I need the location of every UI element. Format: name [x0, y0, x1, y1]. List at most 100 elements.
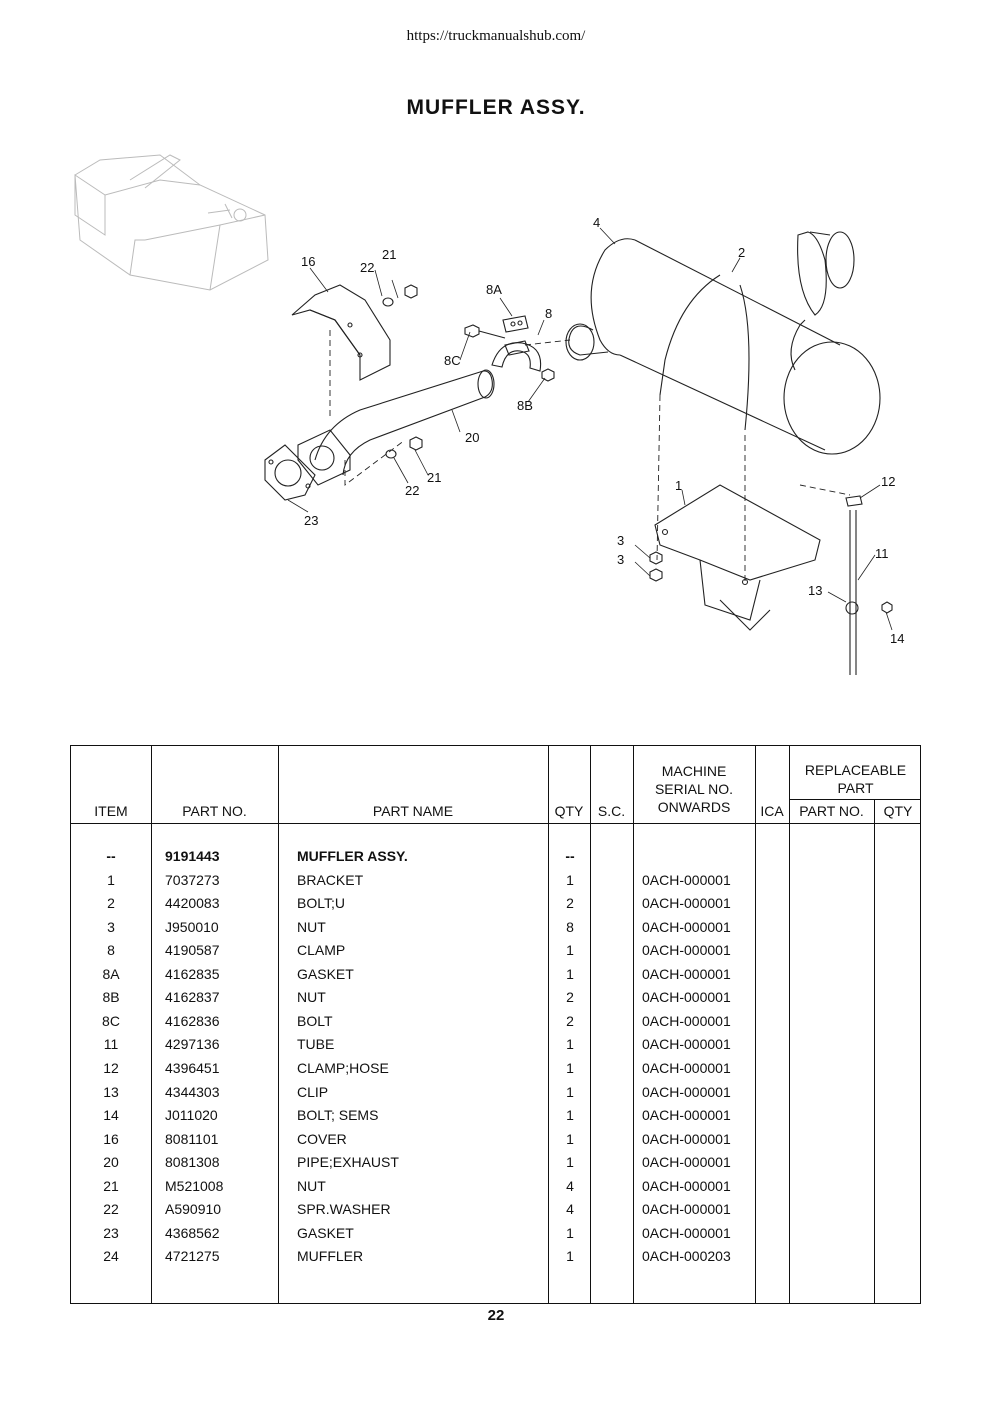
header-ica: ICA	[760, 803, 784, 819]
cell-serial: 0ACH-000001	[642, 942, 731, 959]
cell-part-no: 4396451	[165, 1059, 220, 1076]
cell-serial: 0ACH-000001	[642, 1224, 731, 1241]
header-machine-serial: MACHINE SERIAL NO. ONWARDS	[654, 763, 734, 815]
cell-serial: 0ACH-000001	[642, 895, 731, 912]
cell-part-no: 4190587	[165, 942, 220, 959]
cell-item: 1	[107, 871, 115, 888]
cell-qty: 1	[566, 965, 574, 982]
cell-item: 3	[107, 918, 115, 935]
callout-2: 2	[738, 245, 745, 260]
cell-serial: 0ACH-000001	[642, 871, 731, 888]
cell-item: 14	[103, 1107, 119, 1124]
cell-qty: 1	[566, 1130, 574, 1147]
table-row: 16 8081101 COVER 1 0ACH-000001	[71, 1128, 922, 1152]
parts-table: ITEM PART NO. PART NAME QTY S.C. MACHINE…	[70, 745, 921, 1304]
cell-qty: 2	[566, 895, 574, 912]
cell-qty: 4	[566, 1201, 574, 1218]
callout-3a: 3	[617, 533, 624, 548]
callout-8a: 8A	[486, 282, 502, 297]
header-item: ITEM	[94, 803, 128, 819]
nut-washer-upper	[382, 284, 418, 307]
cell-item: 12	[103, 1059, 119, 1076]
header-rep-part-no: PART NO.	[799, 803, 864, 819]
cell-name: NUT	[297, 918, 326, 935]
cell-item: --	[106, 848, 116, 864]
cell-name: MUFFLER ASSY.	[297, 848, 408, 864]
callout-labels: 4 2 16 21 22 8A 8 8C 8B 20 21 22 23 1 12…	[301, 215, 904, 646]
cell-name: COVER	[297, 1130, 347, 1147]
cell-name: NUT	[297, 1177, 326, 1194]
cell-serial: 0ACH-000001	[642, 1036, 731, 1053]
cell-qty: 1	[566, 1248, 574, 1265]
cell-serial: 0ACH-000001	[642, 1177, 731, 1194]
col-divider	[633, 746, 634, 1303]
cell-qty: 4	[566, 1177, 574, 1194]
col-divider	[278, 746, 279, 1303]
cell-part-no: 4344303	[165, 1083, 220, 1100]
col-divider	[755, 746, 756, 1303]
cell-name: CLAMP;HOSE	[297, 1059, 389, 1076]
cell-qty: 8	[566, 918, 574, 935]
cell-name: NUT	[297, 989, 326, 1006]
header-qty: QTY	[554, 803, 584, 819]
cell-item: 23	[103, 1224, 119, 1241]
page-number: 22	[487, 1307, 505, 1324]
col-divider	[789, 746, 790, 1303]
cell-serial: 0ACH-000001	[642, 1059, 731, 1076]
assembly-lines	[329, 330, 851, 585]
cell-serial: 0ACH-000203	[642, 1248, 731, 1265]
col-divider	[548, 746, 549, 1303]
callout-22: 22	[360, 260, 374, 275]
cell-name: SPR.WASHER	[297, 1201, 391, 1218]
cell-serial: 0ACH-000001	[642, 1201, 731, 1218]
excavator-thumbnail	[74, 154, 269, 291]
callout-21: 21	[382, 247, 396, 262]
cell-item: 13	[103, 1083, 119, 1100]
cell-name: BOLT; SEMS	[297, 1107, 379, 1124]
callout-8c: 8C	[444, 353, 461, 368]
col-divider	[590, 746, 591, 1303]
cell-serial: 0ACH-000001	[642, 918, 731, 935]
cell-part-no: 4297136	[165, 1036, 220, 1053]
cell-serial: 0ACH-000001	[642, 1130, 731, 1147]
callout-12: 12	[881, 474, 895, 489]
cell-item: 16	[103, 1130, 119, 1147]
cell-part-no: 8081308	[165, 1154, 220, 1171]
cell-name: MUFFLER	[297, 1248, 364, 1265]
cell-qty: 2	[566, 1012, 574, 1029]
cell-item: 24	[103, 1248, 119, 1265]
callout-13: 13	[808, 583, 822, 598]
cell-name: TUBE	[297, 1036, 335, 1053]
page-title: MUFFLER ASSY.	[406, 96, 586, 119]
cover-part-16	[291, 284, 391, 381]
nut-washer-lower	[385, 436, 423, 459]
cell-name: BOLT;U	[297, 895, 345, 912]
diagram-svg: 4 2 16 21 22 8A 8 8C 8B 20 21 22 23 1 12…	[74, 154, 904, 675]
callout-leaders	[287, 227, 893, 631]
exploded-parts-diagram: 4 2 16 21 22 8A 8 8C 8B 20 21 22 23 1 12…	[60, 140, 940, 690]
cell-qty: 1	[566, 1083, 574, 1100]
cell-part-no: 8081101	[165, 1130, 219, 1147]
callout-14: 14	[890, 631, 904, 646]
gasket-part-23	[264, 444, 316, 501]
cell-serial: 0ACH-000001	[642, 1012, 731, 1029]
cell-item: 8C	[102, 1012, 120, 1029]
callout-3b: 3	[617, 552, 624, 567]
cell-item: 8B	[102, 989, 120, 1006]
cell-serial: 0ACH-000001	[642, 1107, 731, 1124]
header-divider	[71, 823, 920, 824]
source-url: https://truckmanualshub.com/	[406, 28, 586, 44]
cell-name: BRACKET	[297, 871, 364, 888]
